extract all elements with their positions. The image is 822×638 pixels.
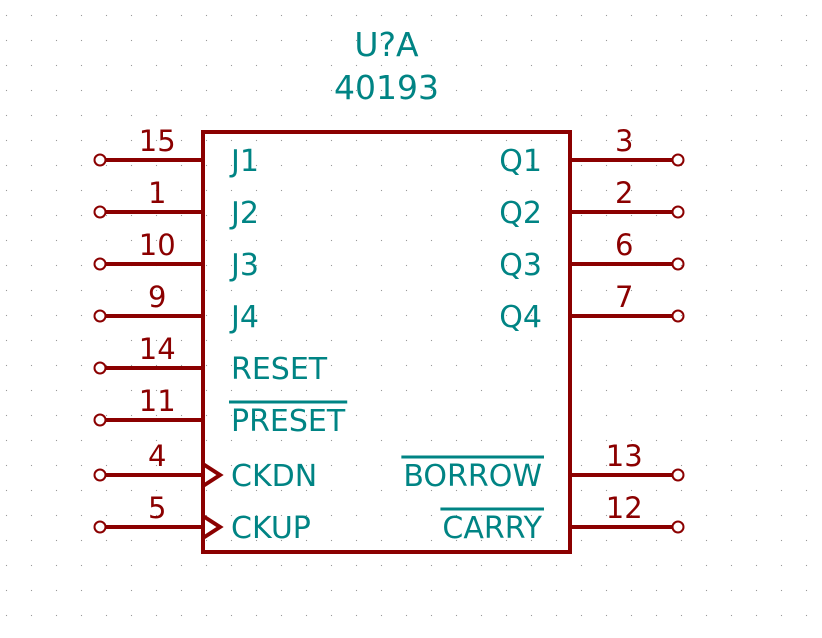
pin-endpoint-circle[interactable] (93, 309, 107, 323)
pin-endpoint-circle[interactable] (671, 468, 685, 482)
clock-marker-ckdn (201, 462, 224, 488)
pin-endpoint-circle[interactable] (671, 309, 685, 323)
pin-name-q1: Q1 (499, 144, 542, 179)
pin-number-7: 7 (615, 280, 633, 314)
pin-name-j4: J4 (229, 300, 259, 335)
pin-number-11: 11 (139, 384, 176, 418)
pin-number-1: 1 (148, 176, 166, 210)
pin-name-q4: Q4 (499, 300, 542, 335)
pin-name-q3: Q3 (499, 248, 542, 283)
pin-endpoint-circle[interactable] (93, 361, 107, 375)
pin-number-10: 10 (139, 228, 176, 262)
pin-endpoint-circle[interactable] (93, 468, 107, 482)
pin-endpoint-circle[interactable] (671, 153, 685, 167)
pin-name-j3: J3 (229, 248, 259, 283)
pin-name-reset: RESET (231, 352, 328, 387)
pin-number-6: 6 (615, 228, 633, 262)
pin-name-q2: Q2 (499, 196, 542, 231)
pin-endpoint-circle[interactable] (93, 413, 107, 427)
pin-endpoint-circle[interactable] (671, 520, 685, 534)
pin-endpoint-circle[interactable] (93, 520, 107, 534)
symbol-body-outline (201, 130, 572, 554)
pin-endpoint-circle[interactable] (671, 257, 685, 271)
pin-endpoint-circle[interactable] (93, 205, 107, 219)
pin-number-13: 13 (606, 439, 643, 473)
pin-number-4: 4 (148, 439, 166, 473)
pin-name-ckup: CKUP (231, 511, 311, 546)
pin-number-15: 15 (139, 124, 176, 158)
pin-name-preset: PRESET (231, 404, 346, 439)
pin-number-2: 2 (615, 176, 633, 210)
pin-number-12: 12 (606, 491, 643, 525)
pin-name-borrow: BORROW (403, 459, 542, 494)
pin-number-9: 9 (148, 280, 166, 314)
pin-endpoint-circle[interactable] (671, 205, 685, 219)
symbol-value: 40193 (334, 68, 439, 107)
pin-endpoint-circle[interactable] (93, 257, 107, 271)
pin-number-3: 3 (615, 124, 633, 158)
pin-name-carry: CARRY (442, 511, 542, 546)
pin-number-5: 5 (148, 491, 166, 525)
clock-marker-ckup (201, 514, 224, 540)
pin-name-ckdn: CKDN (231, 459, 317, 494)
symbol-reference: U?A (354, 25, 419, 64)
pin-name-j2: J2 (229, 196, 259, 231)
pin-number-14: 14 (139, 332, 176, 366)
pin-endpoint-circle[interactable] (93, 153, 107, 167)
pin-name-j1: J1 (229, 144, 259, 179)
